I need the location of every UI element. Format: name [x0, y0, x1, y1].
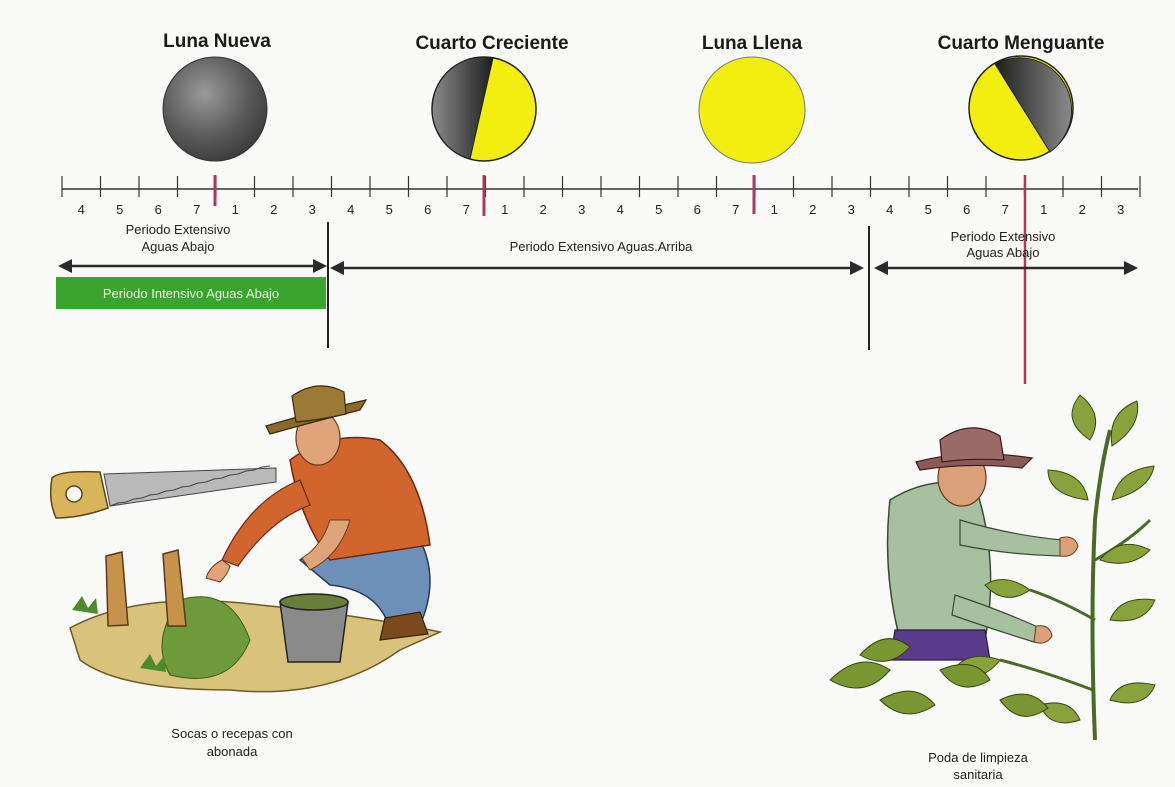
timeline-day-label: 1 — [501, 202, 508, 217]
timeline-day-label: 3 — [578, 202, 585, 217]
timeline-day-label: 3 — [1117, 202, 1124, 217]
timeline-day-label: 5 — [116, 202, 123, 217]
timeline-day-label: 6 — [424, 202, 431, 217]
intensive-period-label: Periodo Intensivo Aguas Abajo — [103, 286, 279, 301]
timeline-day-label: 4 — [617, 202, 624, 217]
middle-period-arrow — [330, 261, 864, 275]
full-moon-icon — [699, 57, 805, 163]
left-extensive-label-1: Periodo Extensivo — [126, 222, 231, 237]
first-quarter-moon-icon — [432, 57, 536, 161]
timeline-day-label: 1 — [771, 202, 778, 217]
middle-extensive-label: Periodo Extensivo Aguas.Arriba — [510, 239, 694, 254]
right-extensive-label-2: Aguas Abajo — [966, 245, 1039, 260]
timeline-day-label: 2 — [809, 202, 816, 217]
right-caption-line-1: Poda de limpieza — [928, 750, 1028, 765]
timeline-day-label: 4 — [78, 202, 85, 217]
right-extensive-label-1: Periodo Extensivo — [951, 229, 1056, 244]
phase-title-new-moon: Luna Nueva — [163, 31, 271, 52]
last-quarter-moon-icon — [969, 56, 1073, 160]
timeline-day-label: 4 — [886, 202, 893, 217]
right-period-arrow — [874, 261, 1138, 275]
farmer-pruning-stumps-illustration — [51, 386, 440, 692]
timeline-day-label: 4 — [347, 202, 354, 217]
new-moon-icon — [163, 57, 267, 161]
timeline-day-label: 2 — [540, 202, 547, 217]
left-caption-line-2: abonada — [207, 744, 258, 759]
timeline-day-label: 2 — [270, 202, 277, 217]
timeline-day-label: 3 — [848, 202, 855, 217]
timeline-day-label: 7 — [193, 202, 200, 217]
right-caption-line-2: sanitaria — [953, 767, 1003, 782]
timeline-axis: 4 5 6 7 1 2 3 4 5 6 7 1 2 3 4 5 6 7 1 2 3 4 5 6 7 1 2 3 — [62, 176, 1140, 217]
timeline-day-label: 5 — [386, 202, 393, 217]
timeline-day-label: 7 — [1002, 202, 1009, 217]
left-extensive-label-2: Aguas Abajo — [141, 239, 214, 254]
timeline-day-label: 6 — [155, 202, 162, 217]
timeline-day-label: 6 — [694, 202, 701, 217]
phase-title-last-quarter: Cuarto Menguante — [938, 33, 1105, 54]
timeline-day-label: 7 — [732, 202, 739, 217]
left-caption-line-1: Socas o recepas con — [171, 726, 292, 741]
timeline-day-label: 1 — [232, 202, 239, 217]
timeline-day-label: 3 — [309, 202, 316, 217]
timeline-day-label: 5 — [655, 202, 662, 217]
timeline-day-label: 5 — [925, 202, 932, 217]
left-period-arrow — [58, 259, 327, 273]
phase-title-first-quarter: Cuarto Creciente — [415, 33, 568, 54]
timeline-day-label: 7 — [463, 202, 470, 217]
timeline-day-label: 2 — [1079, 202, 1086, 217]
farmer-sanitary-pruning-illustration — [830, 395, 1155, 740]
timeline-day-label: 6 — [963, 202, 970, 217]
phase-title-full-moon: Luna Llena — [702, 33, 803, 54]
timeline-day-label: 1 — [1040, 202, 1047, 217]
